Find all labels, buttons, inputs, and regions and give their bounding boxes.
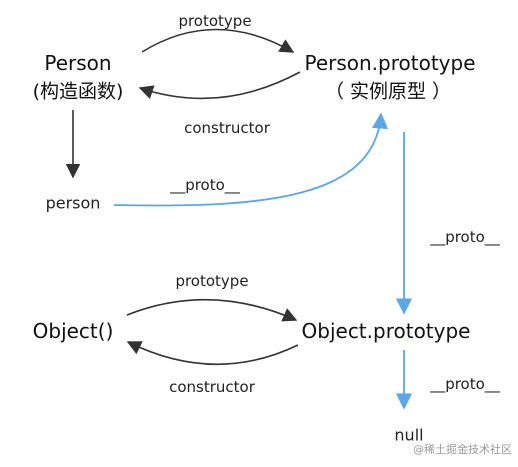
label-bottom-prototype: prototype xyxy=(175,272,249,290)
arrow-instance-proto xyxy=(113,112,389,207)
label-top-constructor: constructor xyxy=(184,119,270,137)
watermark: @稀土掘金技术社区 xyxy=(413,443,512,456)
object-constructor: Object() xyxy=(32,319,114,343)
label-bottom-constructor: constructor xyxy=(169,378,255,396)
arrow-top-constructor xyxy=(138,71,301,100)
label-proto-chain-2: __proto__ xyxy=(430,375,500,393)
person-instance: person xyxy=(45,193,101,213)
label-top-prototype: prototype xyxy=(178,12,252,30)
arrow-top-prototype xyxy=(141,28,295,53)
arrow-bottom-prototype xyxy=(126,298,298,322)
person-constructor-subtitle: (构造函数) xyxy=(32,80,124,103)
object-prototype: Object.prototype xyxy=(301,319,471,343)
person-prototype-subtitle: （ 实例原型 ） xyxy=(324,80,452,103)
person-constructor-title: Person xyxy=(44,51,112,75)
label-instance-proto: __proto__ xyxy=(170,176,240,194)
label-proto-chain-1: __proto__ xyxy=(430,228,500,246)
null-node: null xyxy=(394,425,424,445)
person-prototype-title: Person.prototype xyxy=(304,51,476,75)
arrow-bottom-constructor xyxy=(126,341,299,366)
